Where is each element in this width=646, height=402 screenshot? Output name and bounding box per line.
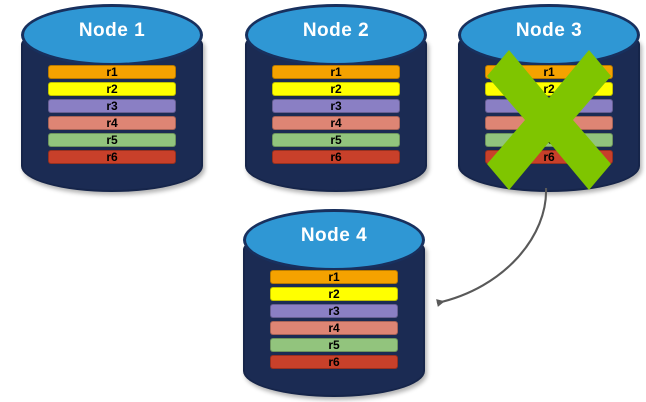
node-4-row-r5[interactable]: r5 bbox=[270, 338, 398, 352]
node-2-row-r1[interactable]: r1 bbox=[272, 65, 400, 79]
node-1-cylinder-top bbox=[21, 4, 203, 66]
node-4-row-r6[interactable]: r6 bbox=[270, 355, 398, 369]
node-3-row-r4[interactable]: r4 bbox=[485, 116, 613, 130]
node-3-row-list: r1 r2 r3 r4 r5 r6 bbox=[485, 65, 613, 164]
node-2-row-r4[interactable]: r4 bbox=[272, 116, 400, 130]
node-4-row-r3[interactable]: r3 bbox=[270, 304, 398, 318]
node-2-row-r3[interactable]: r3 bbox=[272, 99, 400, 113]
node-3-row-r1[interactable]: r1 bbox=[485, 65, 613, 79]
node-1-row-r4[interactable]: r4 bbox=[48, 116, 176, 130]
node-4-cylinder-top bbox=[243, 209, 425, 271]
node-3-cylinder-top bbox=[458, 4, 640, 66]
node-4-row-r4[interactable]: r4 bbox=[270, 321, 398, 335]
node-3-row-r2[interactable]: r2 bbox=[485, 82, 613, 96]
node-1-row-r5[interactable]: r5 bbox=[48, 133, 176, 147]
node-3-row-r6[interactable]: r6 bbox=[485, 150, 613, 164]
node-2-row-r2[interactable]: r2 bbox=[272, 82, 400, 96]
node-2-cylinder-top bbox=[245, 4, 427, 66]
failover-arrow bbox=[436, 187, 548, 307]
node-4-row-r2[interactable]: r2 bbox=[270, 287, 398, 301]
node-2-row-r5[interactable]: r5 bbox=[272, 133, 400, 147]
node-2-row-r6[interactable]: r6 bbox=[272, 150, 400, 164]
node-3-row-r5[interactable]: r5 bbox=[485, 133, 613, 147]
node-4-row-r1[interactable]: r1 bbox=[270, 270, 398, 284]
node-1-row-r6[interactable]: r6 bbox=[48, 150, 176, 164]
node-1-row-r2[interactable]: r2 bbox=[48, 82, 176, 96]
node-1-row-r1[interactable]: r1 bbox=[48, 65, 176, 79]
node-1-row-list: r1 r2 r3 r4 r5 r6 bbox=[48, 65, 176, 164]
node-3-row-r3[interactable]: r3 bbox=[485, 99, 613, 113]
node-2-row-list: r1 r2 r3 r4 r5 r6 bbox=[272, 65, 400, 164]
node-4-row-list: r1 r2 r3 r4 r5 r6 bbox=[270, 270, 398, 369]
node-1-row-r3[interactable]: r3 bbox=[48, 99, 176, 113]
